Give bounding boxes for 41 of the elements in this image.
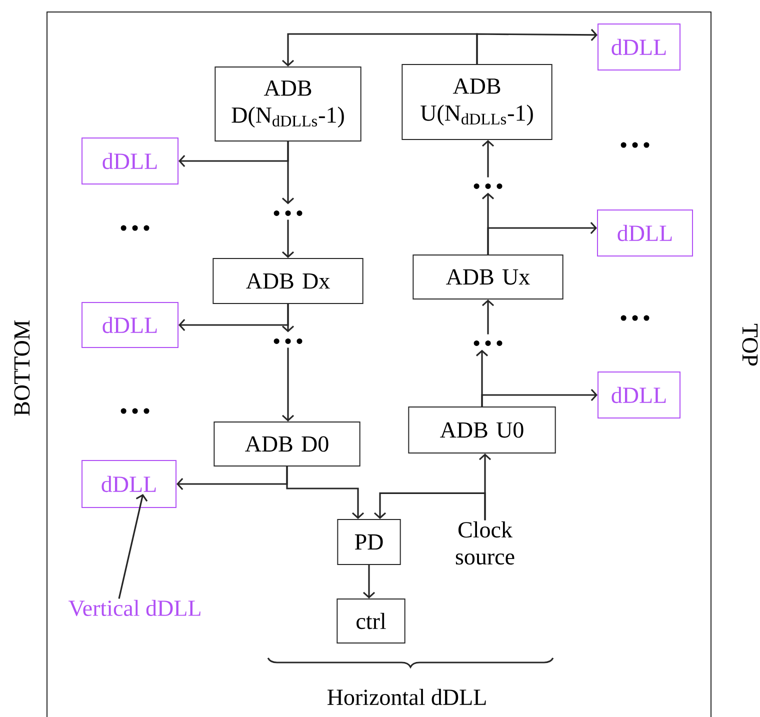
arrow: [482, 300, 494, 334]
block-box: ADB U0: [408, 406, 556, 454]
arrow: [286, 466, 364, 519]
brace-label: Horizontal dDLL: [328, 688, 486, 706]
arrow: [481, 388, 598, 406]
ellipsis: …: [474, 183, 502, 189]
leader-arrow: [118, 494, 148, 599]
block-box: ctrl: [336, 598, 406, 644]
callout-label: Vertical dDLL: [68, 600, 200, 616]
arrow: [476, 28, 598, 64]
side-label: BOTTOM: [14, 320, 30, 416]
block-box: ADB D0: [214, 422, 360, 466]
ellipsis: …: [620, 315, 650, 321]
arrow: [487, 222, 597, 254]
arrow: [282, 220, 294, 258]
arrow: [374, 492, 486, 520]
arrow: [282, 348, 294, 422]
ellipsis: …: [620, 142, 650, 148]
dll-box: dDLL: [82, 302, 178, 348]
signal-label: Clock source: [456, 521, 514, 565]
side-label: TOP: [742, 324, 758, 366]
ellipsis: …: [474, 340, 502, 346]
dll-box: dDLL: [82, 460, 176, 508]
ellipsis: …: [274, 210, 302, 216]
ellipsis: …: [120, 408, 150, 414]
block-box: PD: [337, 519, 401, 565]
dll-box: dDLL: [598, 372, 680, 418]
arrow: [178, 304, 289, 332]
dll-box: dDLL: [82, 138, 178, 184]
dll-box: dDLL: [597, 210, 693, 256]
block-box: ADB U(N$_{dDLLs}$-1): [402, 64, 552, 140]
dll-box: dDLL: [598, 24, 680, 70]
arrow: [282, 33, 478, 66]
block-box: ADB D(N$_{dDLLs}$-1): [214, 66, 362, 142]
arrow: [178, 142, 289, 168]
ellipsis: …: [274, 338, 302, 344]
arrow: [482, 140, 494, 178]
block-box: ADB Ux: [412, 254, 564, 300]
ellipsis: …: [120, 225, 150, 231]
block-box: ADB Dx: [212, 258, 364, 304]
arrow: [362, 565, 376, 598]
